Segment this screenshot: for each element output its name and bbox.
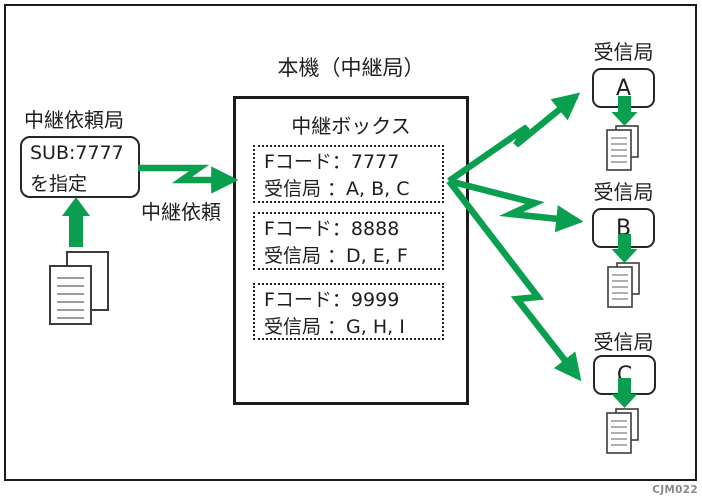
sub-code-box: SUB:7777 を指定 bbox=[20, 136, 140, 198]
figure-code: CJM022 bbox=[652, 484, 698, 496]
diagram-border bbox=[4, 4, 697, 481]
stations-line: 受信局 ：A, B, C bbox=[264, 178, 410, 200]
sub-code-value: SUB:7777 bbox=[30, 142, 124, 164]
relay-entry-9999: Fコード：9999 受信局 ：G, H, I bbox=[253, 283, 444, 340]
relay-request-arrow-label: 中継依頼 bbox=[141, 200, 221, 224]
receiver-a-label: 受信局 bbox=[593, 40, 654, 64]
fcode-line: Fコード：8888 bbox=[264, 218, 400, 240]
receiver-b-name: B bbox=[615, 215, 632, 241]
relay-entry-8888: Fコード：8888 受信局 ：D, E, F bbox=[253, 212, 444, 270]
receiver-b-label: 受信局 bbox=[593, 180, 654, 204]
relay-box-title: 中継ボックス bbox=[291, 114, 411, 138]
receiver-c-box: C bbox=[593, 355, 656, 395]
fcode-line: Fコード：7777 bbox=[264, 151, 400, 173]
sub-code-note: を指定 bbox=[30, 173, 88, 195]
receiver-a-name: A bbox=[615, 75, 632, 101]
stations-line: 受信局 ：D, E, F bbox=[264, 245, 408, 267]
receiver-c-label: 受信局 bbox=[593, 330, 654, 354]
receiver-c-name: C bbox=[616, 362, 633, 388]
receiver-a-box: A bbox=[592, 68, 655, 108]
relay-entry-7777: Fコード：7777 受信局 ：A, B, C bbox=[253, 145, 444, 203]
fcode-line: Fコード：9999 bbox=[264, 289, 400, 311]
stations-line: 受信局 ：G, H, I bbox=[264, 316, 405, 338]
relay-machine-title: 本機（中継局） bbox=[277, 56, 425, 80]
requester-station-label: 中継依頼局 bbox=[24, 108, 124, 132]
receiver-b-box: B bbox=[592, 208, 655, 248]
